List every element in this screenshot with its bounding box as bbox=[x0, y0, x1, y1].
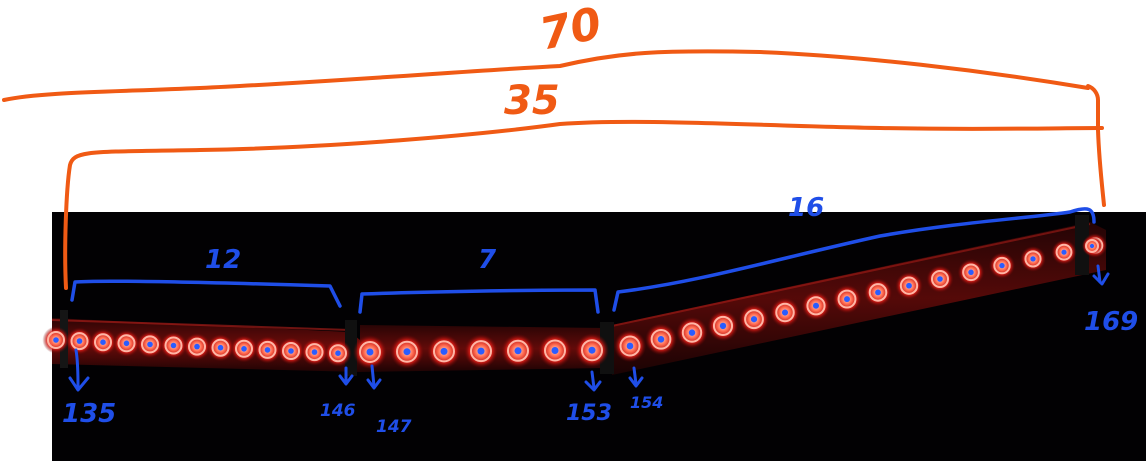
led-core bbox=[781, 309, 789, 316]
led-core bbox=[657, 336, 665, 343]
led-ring bbox=[619, 335, 641, 357]
led-ring bbox=[47, 331, 65, 349]
led-ring bbox=[211, 338, 230, 357]
led-core bbox=[194, 343, 200, 350]
led-ring bbox=[433, 340, 455, 363]
led-core bbox=[170, 342, 177, 349]
strip-brace bbox=[63, 119, 1104, 290]
led-ring bbox=[329, 344, 347, 363]
led-core bbox=[440, 347, 448, 355]
led-core bbox=[264, 347, 271, 353]
led-ring bbox=[1024, 250, 1042, 268]
led-core bbox=[241, 346, 247, 352]
led-ring bbox=[1055, 243, 1073, 261]
led-ring bbox=[470, 340, 492, 363]
led-core bbox=[626, 342, 634, 350]
led-core bbox=[719, 322, 727, 330]
led-core bbox=[551, 347, 559, 354]
led-ring bbox=[806, 296, 826, 316]
led-core bbox=[875, 289, 881, 296]
led-index-147: 147 bbox=[376, 417, 412, 437]
led-core bbox=[1061, 249, 1067, 255]
led-ring bbox=[70, 332, 89, 351]
led-ring bbox=[359, 341, 381, 363]
led-index-169: 169 bbox=[1084, 307, 1138, 337]
led-core bbox=[588, 346, 596, 354]
led-ring bbox=[544, 339, 566, 362]
segment-brace-1 bbox=[70, 279, 342, 308]
led-core bbox=[335, 350, 341, 357]
led-core bbox=[937, 276, 943, 282]
led-ring bbox=[94, 333, 112, 352]
led-ring bbox=[581, 339, 603, 362]
led-ring bbox=[396, 340, 418, 363]
segment-brace-2 bbox=[358, 288, 600, 314]
led-core bbox=[1030, 256, 1036, 262]
led-ring bbox=[931, 270, 949, 288]
led-core bbox=[311, 349, 318, 355]
led-core bbox=[123, 340, 130, 347]
led-ring bbox=[258, 340, 277, 359]
led-core bbox=[217, 344, 224, 351]
led-core bbox=[750, 316, 758, 323]
strip-count-label: 35 bbox=[504, 78, 560, 124]
led-ring bbox=[962, 263, 980, 282]
led-core bbox=[147, 341, 153, 348]
led-ring bbox=[282, 342, 300, 360]
led-core bbox=[53, 337, 59, 343]
led-ring bbox=[1085, 239, 1099, 253]
led-core bbox=[76, 338, 83, 344]
led-ring bbox=[868, 283, 888, 302]
led-ring bbox=[681, 322, 703, 343]
led-core bbox=[1089, 243, 1095, 249]
led-core bbox=[688, 329, 696, 336]
led-row bbox=[42, 233, 1108, 369]
led-ring bbox=[712, 315, 734, 336]
led-core bbox=[514, 347, 522, 355]
led-index-154: 154 bbox=[630, 393, 663, 412]
led-core bbox=[999, 262, 1005, 269]
segment-1-count: 12 bbox=[205, 245, 241, 275]
led-ring bbox=[837, 289, 857, 309]
led-ring bbox=[305, 343, 324, 362]
led-core bbox=[403, 348, 411, 356]
led-index-153: 153 bbox=[566, 401, 612, 426]
led-ring bbox=[650, 328, 672, 350]
led-core bbox=[844, 296, 850, 303]
led-ring bbox=[775, 302, 795, 323]
led-ring bbox=[507, 339, 529, 362]
led-ring bbox=[993, 256, 1011, 275]
led-ring bbox=[188, 337, 206, 356]
index-arrows bbox=[68, 264, 1110, 392]
segment-brace-3 bbox=[612, 207, 1096, 312]
led-core bbox=[288, 348, 294, 354]
led-ring bbox=[744, 309, 764, 330]
led-ring bbox=[899, 276, 919, 295]
led-core bbox=[812, 302, 820, 309]
led-ring bbox=[117, 334, 136, 353]
led-ring bbox=[235, 339, 253, 358]
led-core bbox=[366, 348, 374, 356]
led-core bbox=[968, 269, 974, 276]
led-core bbox=[477, 347, 485, 355]
led-index-146: 146 bbox=[320, 401, 356, 421]
segment-2-count: 7 bbox=[478, 245, 497, 275]
led-ring bbox=[164, 336, 183, 355]
total-count-label: 70 bbox=[535, 0, 605, 61]
led-index-135: 135 bbox=[62, 399, 116, 429]
segment-3-count: 16 bbox=[788, 193, 824, 223]
led-ring bbox=[141, 335, 159, 354]
led-core bbox=[100, 339, 106, 346]
led-core bbox=[906, 282, 912, 289]
